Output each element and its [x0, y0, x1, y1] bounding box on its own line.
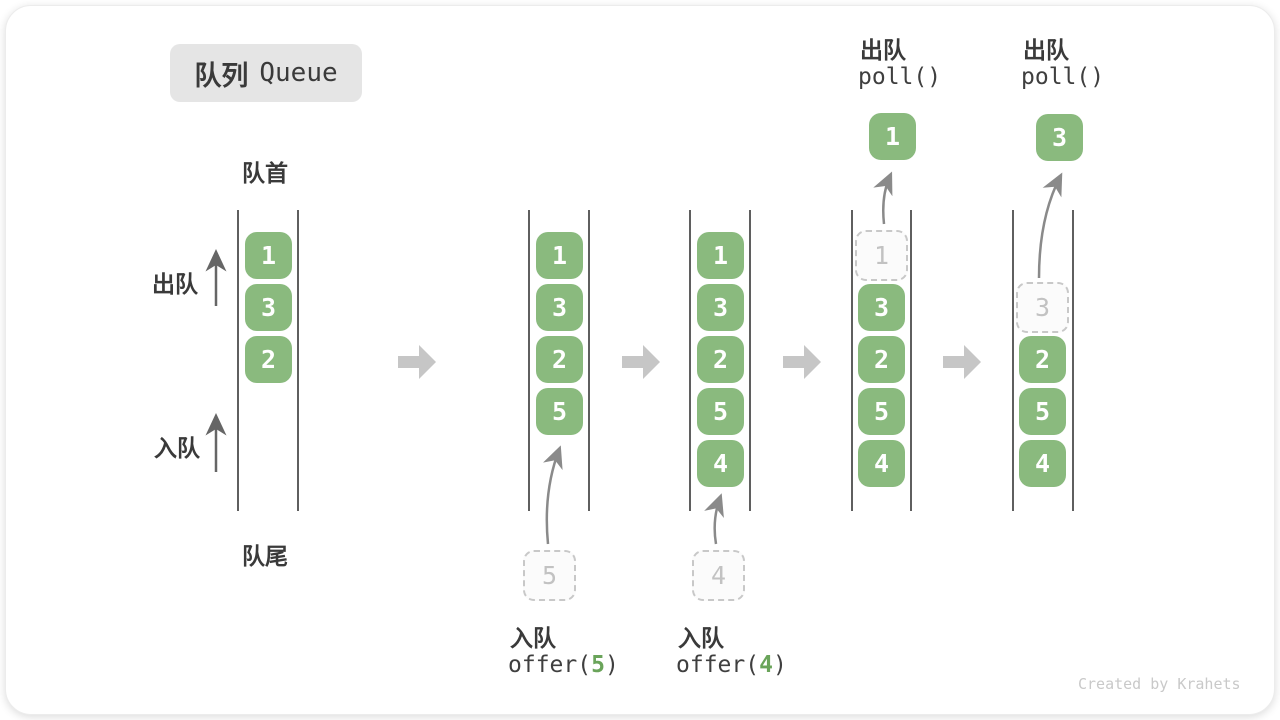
queue-item-ghost: 1	[855, 230, 908, 281]
queue-wall	[1072, 210, 1074, 511]
code-offer-1-arg: 5	[591, 652, 605, 678]
queue-item: 5	[1019, 388, 1066, 435]
label-queue-front: 队首	[242, 160, 288, 186]
queue-item: 1	[697, 232, 744, 279]
code-offer-1-close: )	[604, 652, 619, 678]
code-poll-2: poll()	[1021, 64, 1105, 90]
queue-wall	[689, 210, 691, 511]
enqueue-pending-item: 4	[692, 550, 745, 601]
title-en: Queue	[259, 58, 338, 88]
title-zh: 队列	[194, 60, 249, 91]
queue-item: 2	[536, 336, 583, 383]
dequeued-item: 3	[1036, 114, 1083, 161]
code-offer-2-fn: offer(	[676, 652, 760, 678]
queue-item: 2	[697, 336, 744, 383]
label-dequeue-op-2: 出队	[1023, 37, 1069, 63]
queue-item: 5	[697, 388, 744, 435]
code-offer-1: offer(5)	[508, 652, 619, 678]
queue-wall	[749, 210, 751, 511]
queue-wall	[528, 210, 530, 511]
queue-item: 3	[536, 284, 583, 331]
queue-wall	[910, 210, 912, 511]
queue-item: 1	[245, 232, 292, 279]
code-offer-1-fn: offer(	[508, 652, 592, 678]
queue-item: 1	[536, 232, 583, 279]
queue-wall	[237, 210, 239, 511]
dequeued-item: 1	[869, 113, 916, 160]
queue-wall	[1012, 210, 1014, 511]
queue-item-ghost: 3	[1016, 282, 1069, 333]
watermark: Created by Krahets	[1078, 675, 1241, 693]
diagram-card-border	[5, 5, 1275, 715]
queue-item: 5	[536, 388, 583, 435]
label-dequeue-side: 出队	[152, 271, 198, 297]
enqueue-pending-item: 5	[523, 550, 576, 601]
queue-item: 4	[858, 440, 905, 487]
code-offer-2-arg: 4	[759, 652, 773, 678]
label-queue-rear: 队尾	[242, 543, 288, 569]
queue-item: 2	[245, 336, 292, 383]
label-enqueue-op-2: 入队	[678, 625, 724, 651]
queue-item: 4	[697, 440, 744, 487]
title-badge: 队列 Queue	[170, 44, 362, 102]
label-dequeue-op-1: 出队	[860, 37, 906, 63]
queue-wall	[297, 210, 299, 511]
queue-item: 3	[697, 284, 744, 331]
queue-wall	[588, 210, 590, 511]
queue-item: 3	[245, 284, 292, 331]
code-offer-2: offer(4)	[676, 652, 787, 678]
label-enqueue-op-1: 入队	[510, 625, 556, 651]
queue-item: 5	[858, 388, 905, 435]
queue-wall	[851, 210, 853, 511]
queue-item: 4	[1019, 440, 1066, 487]
queue-item: 2	[858, 336, 905, 383]
code-offer-2-close: )	[772, 652, 787, 678]
queue-item: 2	[1019, 336, 1066, 383]
label-enqueue-side: 入队	[154, 435, 200, 461]
code-poll-1: poll()	[858, 64, 942, 90]
queue-item: 3	[858, 284, 905, 331]
